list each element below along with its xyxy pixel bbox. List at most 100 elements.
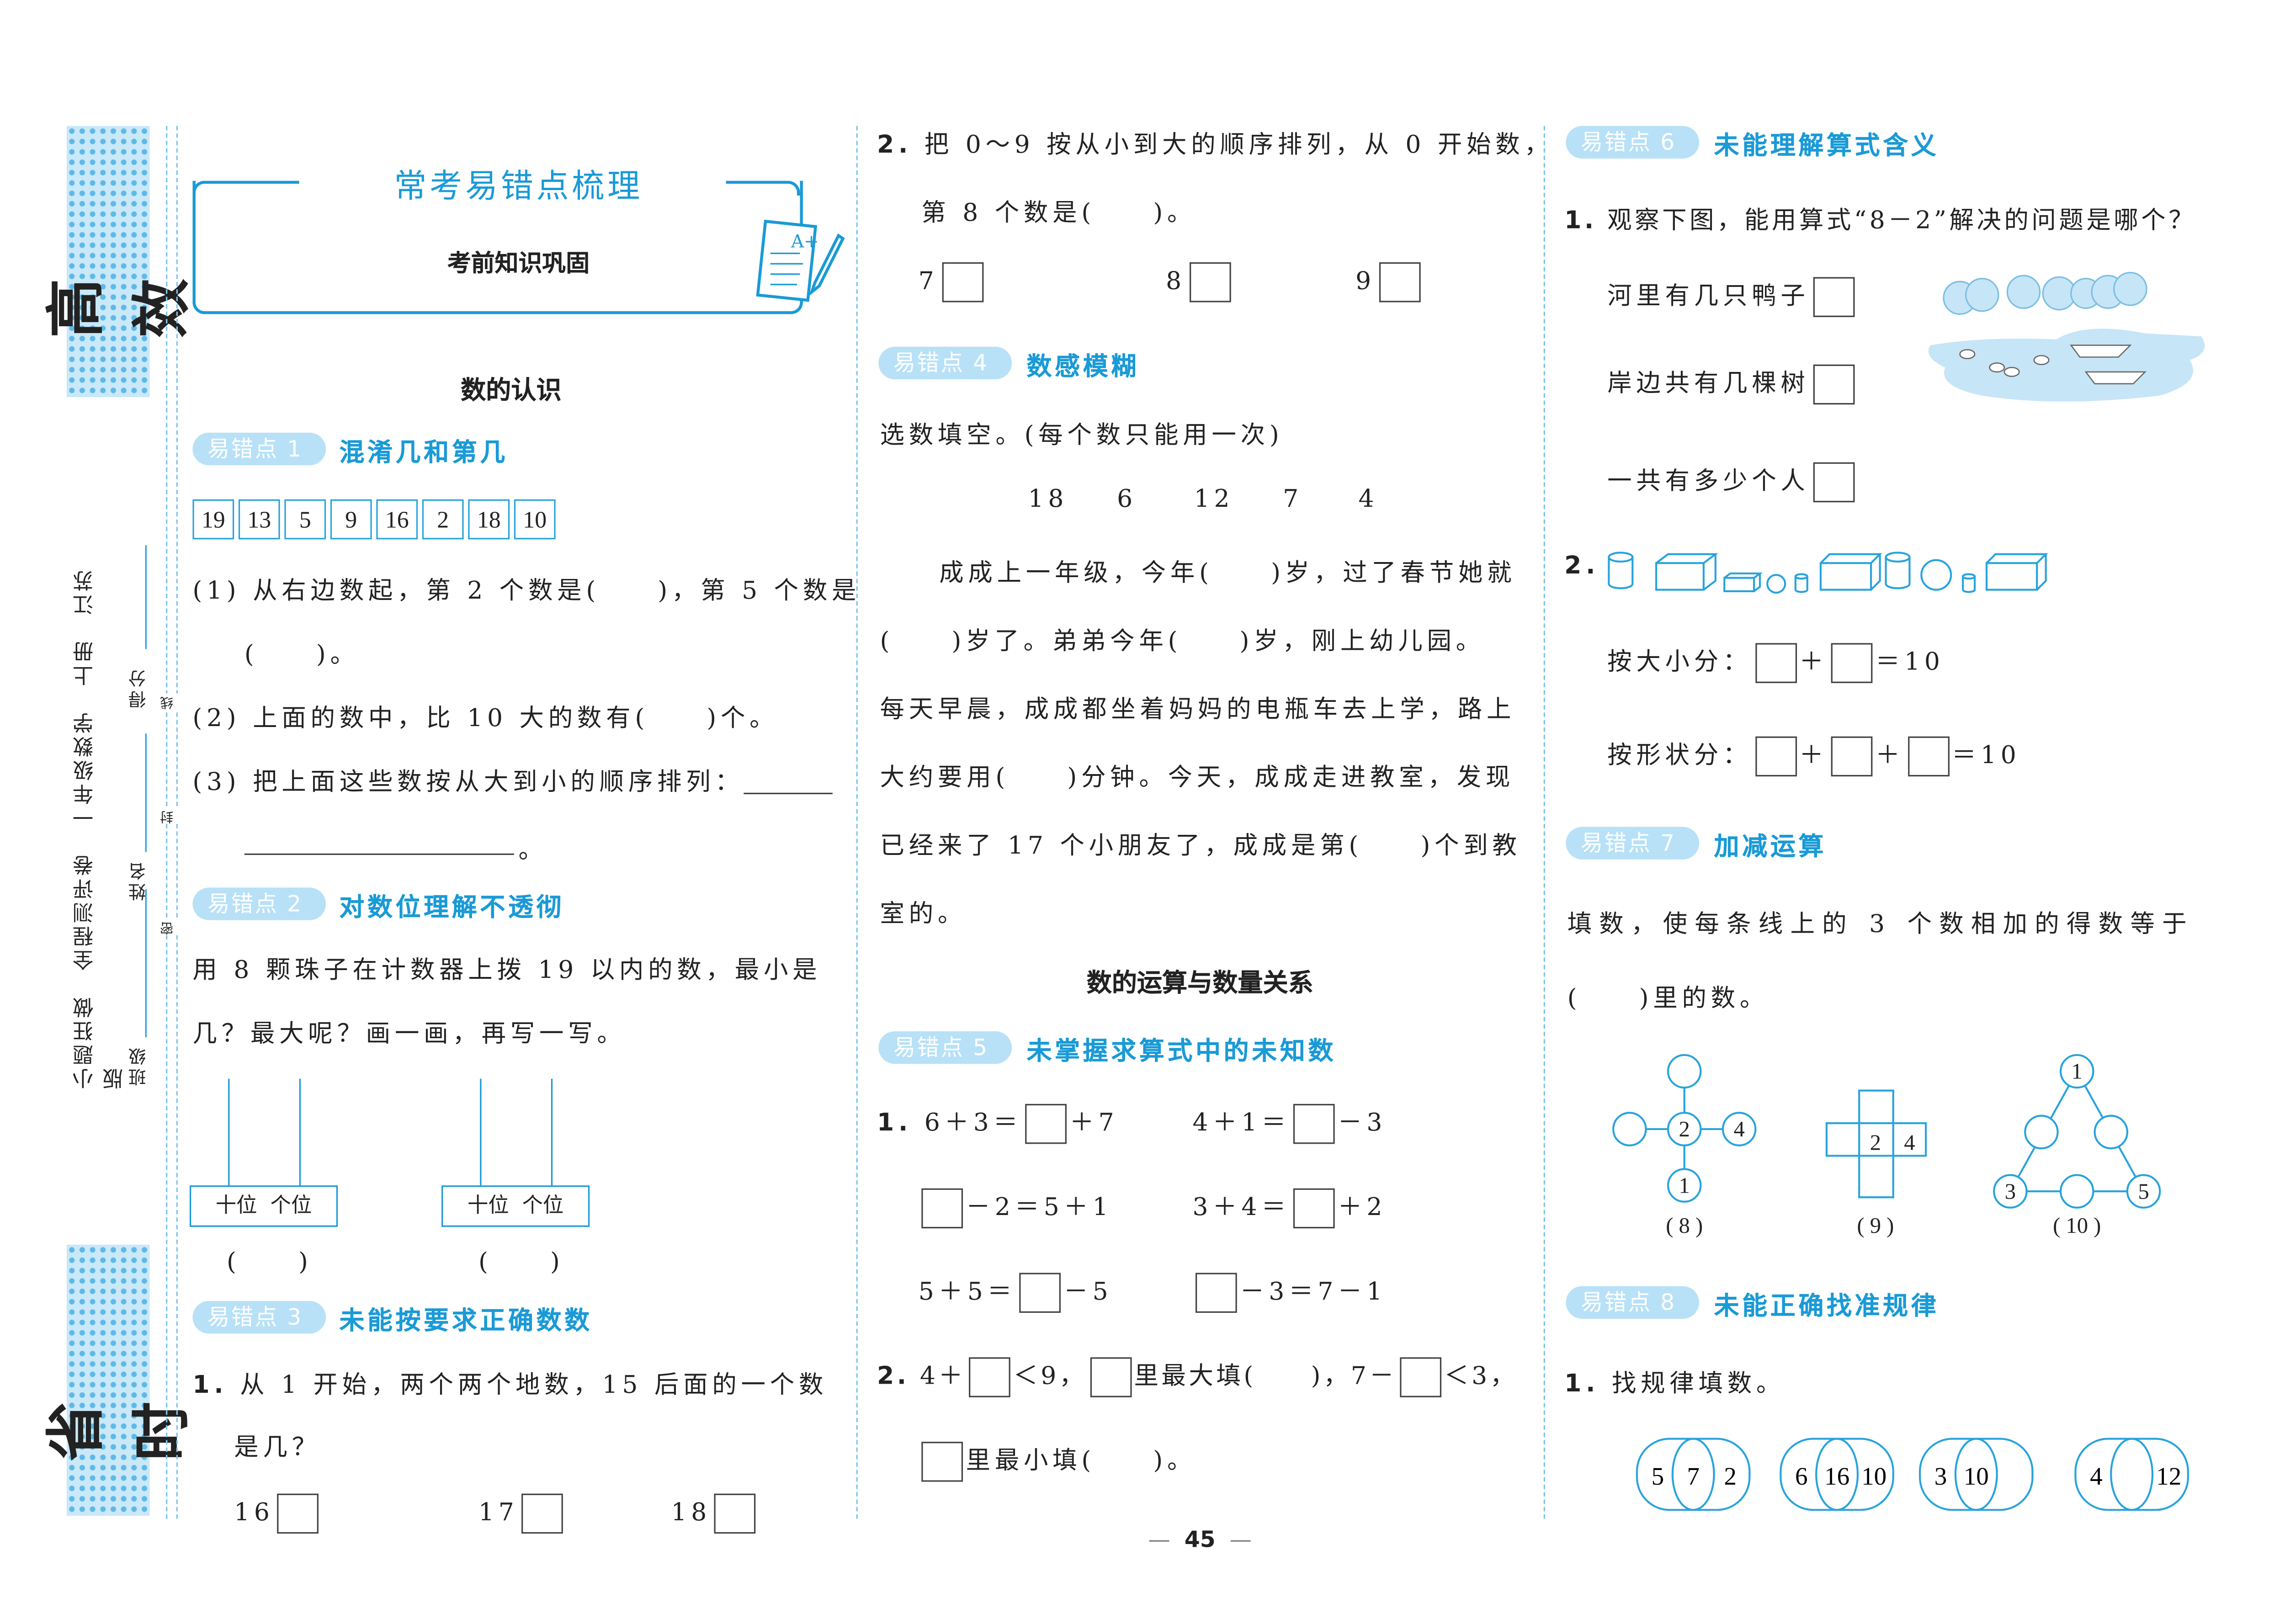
answer-blank[interactable]: ( ) (226, 1247, 313, 1276)
answer-box[interactable] (1019, 1273, 1061, 1313)
exam-paper-icon: A+ (756, 219, 845, 302)
answer-blank[interactable]: ( ) (478, 1247, 564, 1276)
number-choice: 4 (1358, 484, 1379, 513)
answer-box[interactable] (1907, 736, 1949, 777)
answer-line[interactable] (744, 792, 833, 795)
option[interactable]: 7 (919, 262, 986, 303)
option[interactable]: 9 (1355, 262, 1423, 303)
mistake-title: 未能按要求正确数数 (339, 1307, 593, 1337)
figure-number: 4 (1733, 1117, 1744, 1141)
inequality: 2. 4＋＜9，里最大填( )，7－＜3， (877, 1356, 1518, 1397)
badge-mistake-3: 易错点 3 (192, 1301, 326, 1334)
pattern-number: 4 (2090, 1462, 2103, 1490)
equation: 5＋5＝－5 (919, 1271, 1113, 1313)
section-heading: 数的运算与数量关系 (1086, 969, 1313, 999)
checkbox (941, 262, 983, 303)
question-text: 填数，使每条线上的 3 个数相加的得数等于 (1567, 910, 2194, 938)
answer-box[interactable] (1089, 1357, 1131, 1397)
answer-box[interactable] (1025, 1104, 1067, 1144)
answer-box[interactable] (1831, 643, 1873, 683)
question-text: 1. 观察下图，能用算式“8－2”解决的问题是哪个？ (1564, 206, 2196, 234)
question-text: (1) 从右边数起，第 2 个数是( )，第 5 个数是 (192, 576, 861, 605)
score-label: 得分 (127, 667, 149, 709)
mistake-title: 加减运算 (1714, 833, 1827, 863)
pattern-number: 2 (1724, 1462, 1737, 1490)
answer-box[interactable] (1293, 1188, 1335, 1229)
mistake-title: 未掌握求算式中的未知数 (1026, 1037, 1336, 1067)
size-equation: 按大小分：＋＝10 (1607, 642, 1944, 683)
option[interactable]: 岸边共有几棵树 (1607, 363, 1857, 405)
number-box: 9 (330, 499, 372, 540)
answer-box[interactable] (1754, 736, 1796, 777)
answer-box[interactable] (969, 1357, 1010, 1397)
option[interactable]: 一共有多少个人 (1607, 461, 1857, 503)
pattern-number: 7 (1687, 1462, 1700, 1490)
answer-box[interactable] (921, 1442, 963, 1482)
checkbox (1812, 277, 1854, 317)
seal-char: 封 (158, 807, 178, 824)
header-frame-corner (726, 180, 800, 196)
figure-number: 1 (1679, 1173, 1690, 1198)
badge-mistake-2: 易错点 2 (192, 887, 326, 920)
mistake-title: 未能理解算式含义 (1714, 132, 1940, 162)
answer-line[interactable] (244, 853, 514, 855)
question-text: ( )里的数。 (1567, 984, 1769, 1012)
checkbox (277, 1493, 319, 1534)
option[interactable]: 河里有几只鸭子 (1607, 276, 1857, 317)
badge-mistake-5: 易错点 5 (878, 1031, 1012, 1064)
question-text: 是几？ (234, 1433, 321, 1461)
figure-number: 5 (2138, 1179, 2149, 1204)
name-field[interactable] (145, 733, 147, 852)
column-divider (1543, 126, 1545, 1519)
class-label: 班级 (127, 1045, 149, 1086)
equation: 3＋4＝＋2 (1192, 1187, 1387, 1229)
mistake-title: 数感模糊 (1026, 352, 1139, 382)
figure-number: 2 (1679, 1117, 1690, 1141)
badge-mistake-8: 易错点 8 (1566, 1286, 1700, 1319)
answer-blank[interactable]: ( )。 (244, 640, 359, 669)
question-text: 2. 把 0～9 按从小到大的顺序排列，从 0 开始数， (877, 130, 1553, 159)
option[interactable]: 8 (1166, 262, 1233, 303)
figure-label: ( 9 ) (1857, 1213, 1894, 1238)
number-box: 5 (284, 499, 326, 540)
sidebar-banner-bottom (66, 1244, 150, 1516)
option[interactable]: 18 (671, 1493, 758, 1534)
answer-box[interactable] (1399, 1357, 1441, 1397)
option[interactable]: 17 (478, 1493, 566, 1534)
figure-number: 4 (1904, 1130, 1915, 1155)
pattern-number: 12 (2156, 1462, 2181, 1490)
equation: －2＝5＋1 (919, 1187, 1113, 1229)
equation: 1. 6＋3＝＋7 (877, 1103, 1118, 1144)
option[interactable]: 16 (234, 1493, 321, 1534)
mistake-title: 混淆几和第几 (339, 438, 508, 468)
abacus[interactable]: 十位 个位 (441, 1078, 590, 1227)
pattern-number: 6 (1795, 1462, 1808, 1490)
page-number: — 45 — (1148, 1526, 1252, 1553)
number-choice: 6 (1117, 484, 1137, 513)
score-field[interactable] (145, 545, 147, 649)
figure-number: 2 (1870, 1130, 1881, 1155)
paragraph-line: ( )岁了。弟弟今年( )岁，刚上幼儿园。 (880, 626, 1485, 655)
answer-box[interactable] (1293, 1104, 1335, 1144)
inequality: 里最小填( )。 (919, 1440, 1196, 1482)
abacus[interactable]: 十位 个位 (189, 1078, 338, 1227)
question-text: (2) 上面的数中，比 10 大的数有( )个。 (192, 704, 779, 732)
series-title: 小题狂做 全程测评卷 一年级数学 上册 江苏版 (72, 567, 126, 1089)
answer-box[interactable] (1754, 643, 1796, 683)
question-text: 1. 找规律填数。 (1564, 1369, 1785, 1397)
figure-label: ( 8 ) (1666, 1213, 1703, 1238)
figure-number: 1 (2072, 1059, 2083, 1084)
number-choice: 7 (1283, 484, 1303, 513)
answer-box[interactable] (921, 1188, 963, 1229)
column-divider (856, 126, 858, 1519)
class-field[interactable] (145, 889, 147, 1037)
answer-box[interactable] (1195, 1273, 1237, 1313)
badge-mistake-7: 易错点 7 (1566, 827, 1700, 860)
answer-box[interactable] (1831, 736, 1873, 777)
page-subtitle: 考前知识巩固 (447, 249, 590, 277)
pattern-number: 5 (1652, 1462, 1664, 1490)
pattern-number: 16 (1824, 1462, 1849, 1490)
